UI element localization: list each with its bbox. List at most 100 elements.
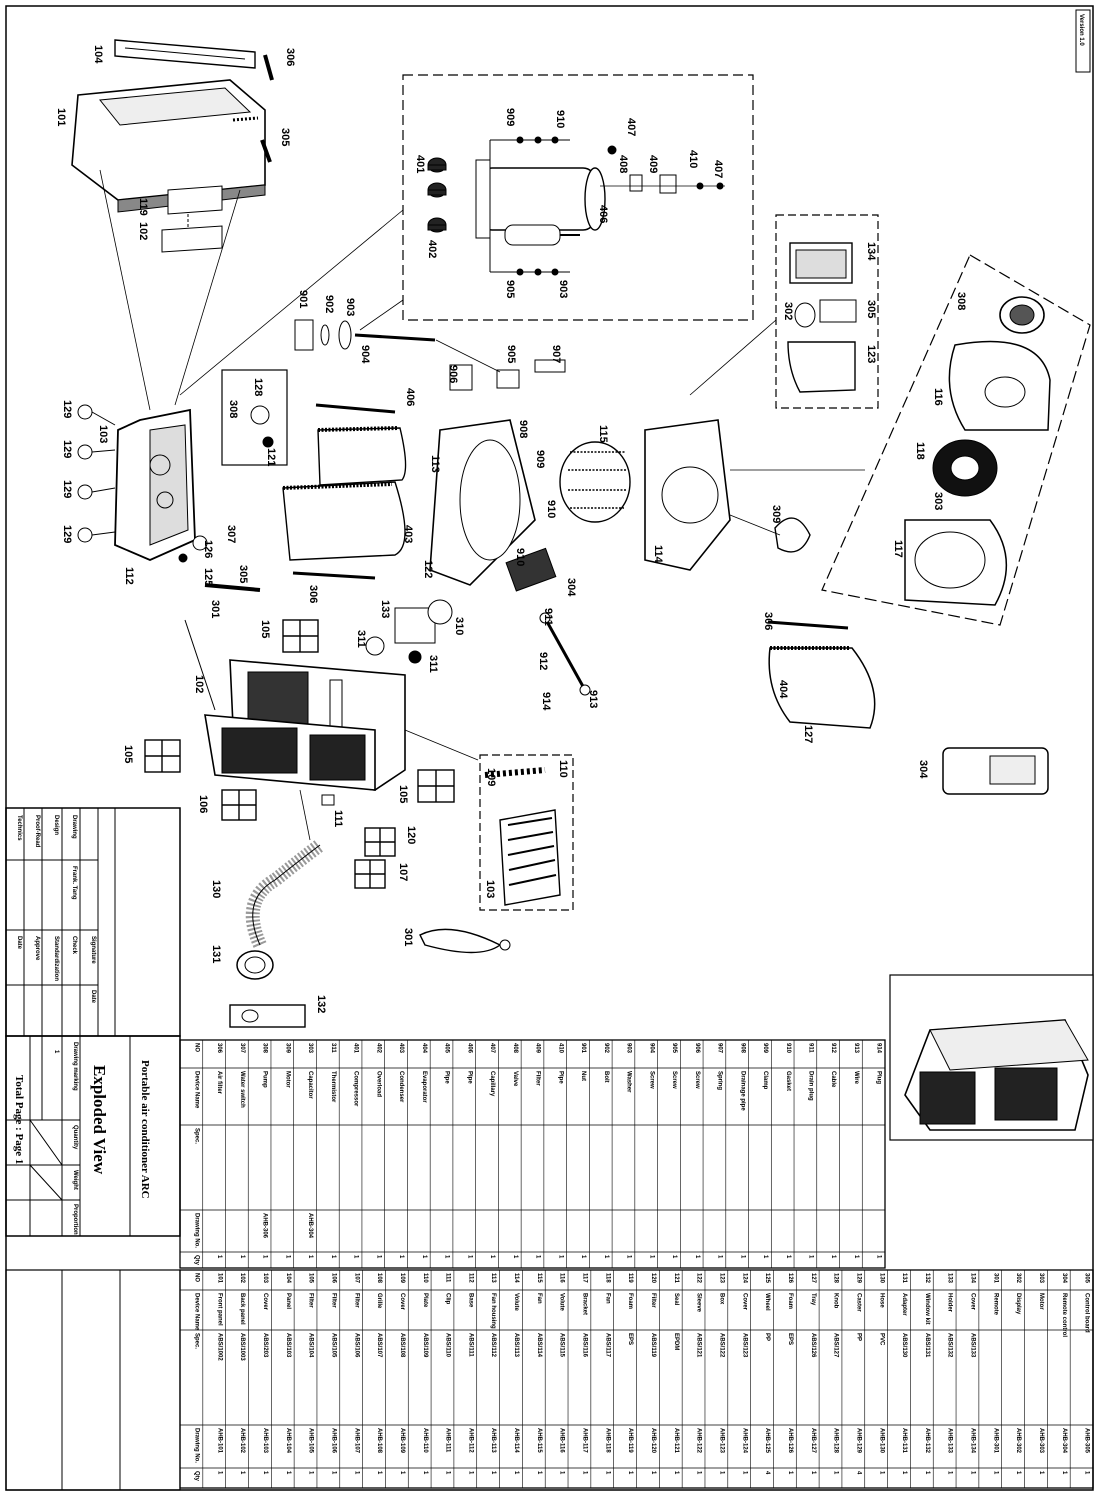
right-table-cell: 101 (216, 1273, 222, 1284)
right-table-cell: AHB-104 (285, 1428, 291, 1454)
right-table-cell: 133 (947, 1273, 953, 1284)
condenser-detail-box (479, 754, 574, 911)
right-table-cell: Cover (262, 1293, 268, 1311)
label-406: 406 (597, 205, 609, 223)
label-303: 303 (932, 492, 944, 510)
left-table-cell: Pipe (466, 1071, 472, 1084)
right-table-cell: Fan (536, 1293, 542, 1304)
label-909: 909 (504, 108, 516, 126)
rev-standardization: Standardization (53, 936, 59, 981)
condenser-fan-group (821, 254, 1091, 626)
left-table-cell: 306 (216, 1043, 222, 1054)
left-table-cell: 307 (239, 1043, 245, 1054)
left-table-cell: 1 (739, 1255, 745, 1259)
right-table-cell: 124 (741, 1273, 747, 1284)
left-table-cell: Capacitor (307, 1071, 313, 1099)
right-table-cell: 129 (855, 1273, 861, 1284)
right-table-cell: 105 (308, 1273, 314, 1284)
rev-row-2: Design (53, 815, 59, 835)
right-table-cell: 302 (1015, 1273, 1021, 1284)
right-table-cell: Filter (308, 1293, 314, 1308)
title-block (5, 1035, 181, 1237)
right-table-cell: ABS/203 (262, 1333, 268, 1358)
right-table-cell: 102 (239, 1273, 245, 1284)
right-table-cell: ABS/130 (901, 1333, 907, 1358)
right-table-cell: 122 (696, 1273, 702, 1284)
right-table-cell: 130 (878, 1273, 884, 1284)
left-table-cell: 1 (603, 1255, 609, 1259)
right-table-cell: Volute (559, 1293, 565, 1312)
rev-row-0: Technics (16, 815, 22, 841)
left-table-cell: Overload (375, 1071, 381, 1097)
right-table-cell: ABS/116 (582, 1333, 588, 1358)
right-table-cell: 123 (718, 1273, 724, 1284)
right-table-cell: 114 (513, 1273, 519, 1283)
label-118: 118 (914, 442, 926, 460)
label-130: 130 (210, 880, 222, 898)
label-105c: 105 (397, 785, 409, 803)
label-904: 904 (359, 345, 371, 364)
left-table-cell: 1 (557, 1255, 563, 1259)
label-910: 910 (554, 110, 566, 128)
left-table-frame (179, 1039, 886, 1269)
label-129b: 129 (61, 440, 73, 458)
left-table-cell: 1 (398, 1255, 404, 1259)
left-table-cell: 1 (807, 1255, 813, 1259)
left-table-cell: 904 (648, 1043, 654, 1054)
label-901: 901 (297, 290, 309, 308)
right-table-cell: AHB-118 (604, 1428, 610, 1453)
label-905: 905 (504, 280, 516, 298)
left-table-cell: 1 (284, 1255, 290, 1259)
label-115: 115 (597, 425, 609, 443)
right-table-cell: AHB-106 (330, 1428, 336, 1454)
left-table-cell: 309 (284, 1043, 290, 1054)
right-table-cell: Knob (833, 1293, 839, 1309)
left-table-cell: 1 (512, 1255, 518, 1259)
right-table-cell: AHB-305 (1084, 1428, 1090, 1454)
left-table-cell: Screw (648, 1071, 654, 1089)
rev-row-3-val: Frank. Tang (71, 866, 77, 900)
top-cover-group (71, 39, 274, 411)
right-table-cell: AHB-121 (673, 1428, 679, 1454)
right-table-cell: 1 (467, 1471, 473, 1475)
label-903: 903 (557, 280, 569, 298)
right-table-cell: 125 (764, 1273, 770, 1284)
right-table-cell: ABS/114 (536, 1333, 542, 1358)
right-table-cell: 127 (810, 1273, 816, 1284)
right-table-cell: AHB-115 (536, 1428, 542, 1453)
right-table-cell: Window kit (924, 1293, 930, 1325)
left-table-cell: 1 (830, 1255, 836, 1259)
svg-text:Version 1.0: Version 1.0 (1078, 14, 1084, 46)
label-311a: 311 (355, 630, 367, 648)
right-table-cell: 131 (901, 1273, 907, 1284)
right-table-cell: AHB-131 (901, 1428, 907, 1454)
right-table-cell: ABS/115 (559, 1333, 565, 1358)
left-table-cell: 1 (762, 1255, 768, 1259)
right-table-cell: AHB-108 (376, 1428, 382, 1454)
label-910b: 910 (545, 500, 557, 518)
right-table-cell: Cover (970, 1293, 976, 1311)
right-table-cell: 1 (262, 1471, 268, 1475)
right-table-cell: AHB-105 (308, 1428, 314, 1454)
drawing-title: Exploded View (90, 1065, 109, 1175)
right-table-cell: 116 (559, 1273, 565, 1283)
right-table-cell: 1 (604, 1471, 610, 1475)
right-table-cell: Fan (604, 1293, 610, 1304)
right-table-cell: AHB-123 (718, 1428, 724, 1454)
left-table-header-cell: Qty (193, 1255, 199, 1266)
left-table-cell: Bolt (603, 1071, 609, 1083)
label-121: 121 (265, 448, 277, 466)
label-407: 407 (625, 118, 637, 136)
left-table-cell: Drainage pipe (739, 1071, 745, 1111)
right-table-cell: 107 (353, 1273, 359, 1284)
right-table-cell: 1 (718, 1471, 724, 1475)
drawing-subtitle: Portable air conditioner ARC (139, 1060, 151, 1199)
right-table-cell: AHB-134 (970, 1428, 976, 1454)
left-table-cell: 1 (216, 1255, 222, 1259)
label-403: 403 (402, 525, 414, 543)
right-table-cell: AHB-109 (399, 1428, 405, 1454)
left-table-cell: Pump (262, 1071, 268, 1088)
label-120: 120 (405, 826, 417, 844)
right-table-cell: ABS/111 (467, 1333, 473, 1357)
label-134: 134 (865, 242, 877, 261)
